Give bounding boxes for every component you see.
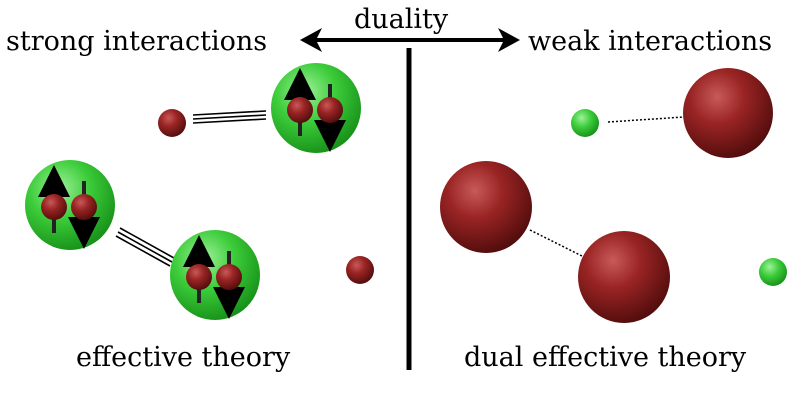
weak-interactions-label: weak interactions <box>528 26 773 57</box>
red-fermion <box>71 194 97 220</box>
green-composite-sphere <box>271 63 361 153</box>
red-fermion <box>317 97 343 123</box>
red-fermion <box>41 194 67 220</box>
large-red-particle <box>683 68 773 158</box>
small-red-particle <box>346 256 374 284</box>
strong-interactions-label: strong interactions <box>6 26 268 57</box>
green-composite-sphere <box>170 230 260 320</box>
large-red-particle <box>578 231 670 323</box>
dotted-bond-top <box>607 116 685 123</box>
effective-theory-label: effective theory <box>76 342 291 373</box>
dotted-bond-bottom <box>529 229 587 259</box>
triple-bond-top <box>192 110 267 124</box>
red-fermion <box>186 264 212 290</box>
triple-bond-bottom <box>115 227 175 267</box>
duality-label: duality <box>354 4 449 35</box>
large-red-particle <box>440 161 532 253</box>
small-red-particle <box>158 109 186 137</box>
small-green-particle <box>571 109 599 137</box>
dual-effective-theory-label: dual effective theory <box>464 342 747 373</box>
paired-composite-particle <box>170 230 260 320</box>
small-green-particle <box>759 258 787 286</box>
paired-composite-particle <box>25 160 115 250</box>
green-composite-sphere <box>25 160 115 250</box>
paired-composite-particle <box>271 63 361 153</box>
duality-double-arrow <box>300 28 520 52</box>
red-fermion <box>287 97 313 123</box>
red-fermion <box>216 264 242 290</box>
